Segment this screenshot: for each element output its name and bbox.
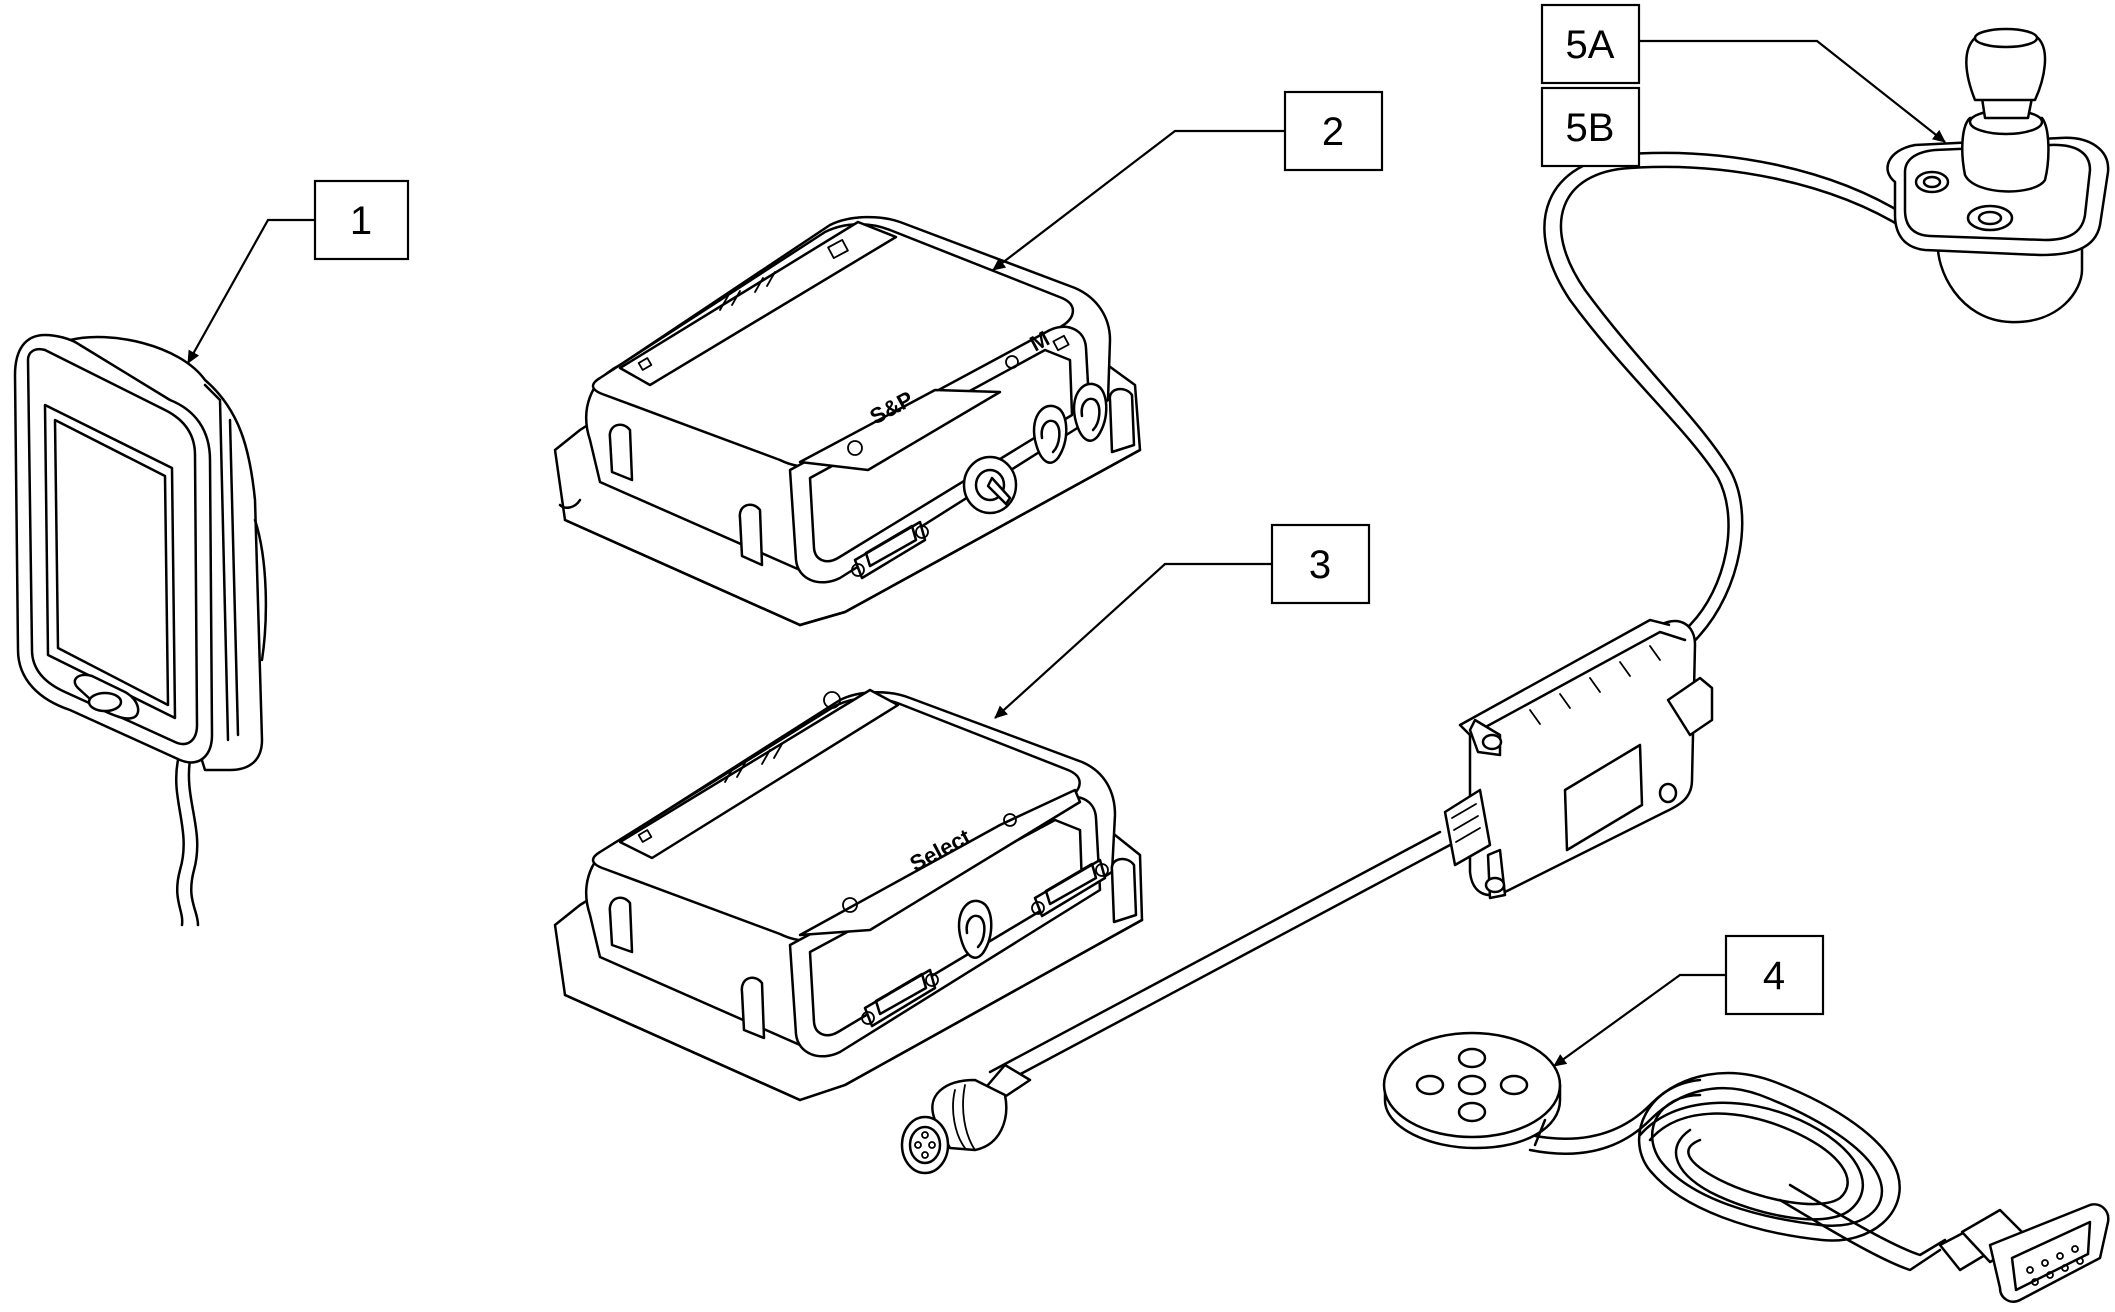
callout-5b-label: 5B — [1566, 106, 1615, 150]
callout-3-label: 3 — [1309, 543, 1331, 587]
callout-4-label: 4 — [1763, 954, 1785, 998]
callout-2: 2 — [992, 90, 1384, 271]
button-pad-switch-icon — [1382, 1031, 2110, 1303]
touchscreen-display-icon — [13, 333, 268, 927]
callout-5a-label: 5A — [1566, 23, 1615, 67]
callout-1-label: 1 — [350, 199, 372, 243]
control-module-icon: S&P M — [553, 215, 1142, 627]
control-module-icon: Select — [553, 688, 1144, 1102]
callout-4: 4 — [1553, 934, 1825, 1067]
callout-5b: 5B — [1540, 86, 1641, 168]
joystick-icon — [900, 27, 2110, 1175]
callout-3: 3 — [994, 523, 1371, 719]
callout-5a: 5A — [1540, 3, 1946, 143]
callout-2-label: 2 — [1322, 110, 1344, 154]
callout-1: 1 — [187, 179, 410, 364]
